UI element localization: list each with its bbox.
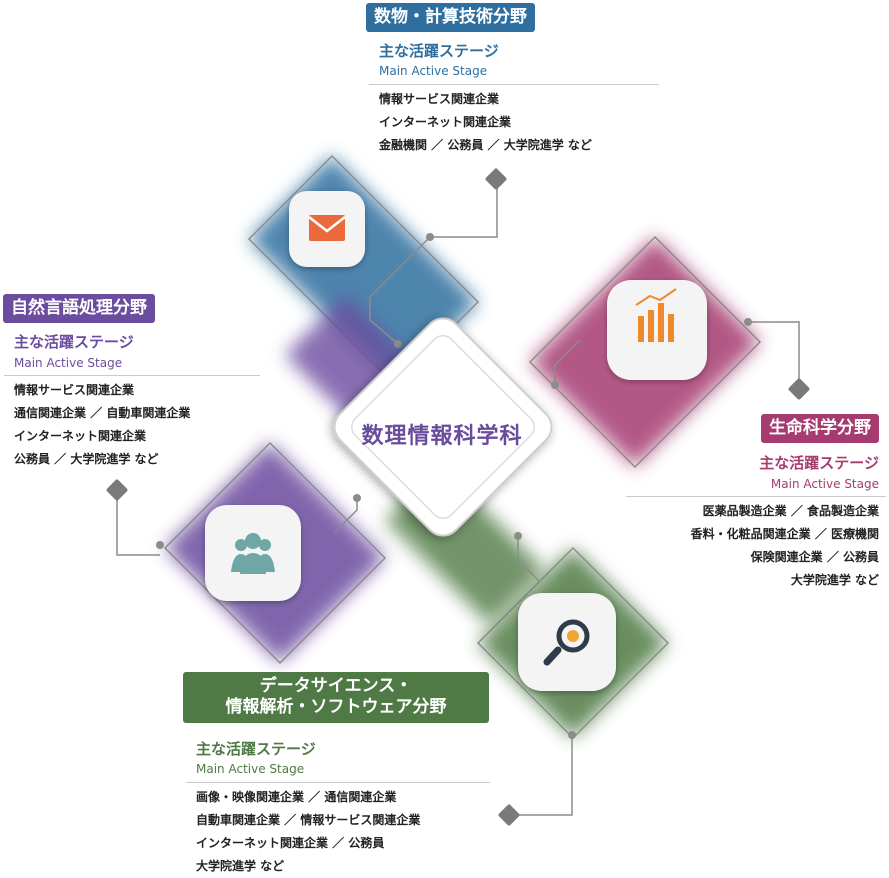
life-field-label: 生命科学分野: [761, 414, 879, 444]
mail-tile: [289, 191, 365, 267]
job-item: 香料・化粧品関連企業 ／ 医療機関: [690, 527, 879, 541]
magnifier-tile: [518, 593, 616, 691]
connector-dots: [156, 233, 752, 739]
job-item: 公務員 ／ 大学院進学 など: [14, 452, 159, 466]
job-item: 大学院進学 など: [790, 573, 879, 587]
math-stage-title: 主な活躍ステージ: [379, 42, 499, 60]
data-field-label: データサイエンス・ 情報解析・ソフトウェア分野: [183, 672, 489, 723]
data-job-list: 画像・映像関連企業 ／ 通信関連企業 自動車関連企業 ／ 情報サービス関連企業 …: [196, 786, 420, 878]
math-stage-en: Main Active Stage: [379, 64, 488, 78]
end-diamonds: [106, 168, 810, 826]
bar-chart-tile: [607, 280, 707, 380]
people-icon: [231, 533, 275, 574]
magnifier-icon: [543, 619, 590, 666]
nlp-divider: [4, 375, 260, 376]
job-item: 医薬品製造企業 ／ 食品製造企業: [702, 504, 879, 518]
life-divider: [626, 496, 886, 497]
bar-chart-icon: [635, 288, 677, 342]
data-stage-en: Main Active Stage: [196, 762, 305, 776]
people-tile: [205, 505, 301, 601]
nlp-job-list: 情報サービス関連企業 通信関連企業 ／ 自動車関連企業 インターネット関連企業 …: [14, 379, 190, 471]
job-item: インターネット関連企業: [14, 429, 147, 443]
center-diamond: [333, 317, 553, 537]
data-stage-title: 主な活躍ステージ: [196, 740, 316, 758]
job-item: 自動車関連企業 ／ 情報サービス関連企業: [196, 813, 421, 827]
life-job-list: 医薬品製造企業 ／ 食品製造企業 香料・化粧品関連企業 ／ 医療機関 保険関連企…: [691, 500, 879, 592]
nlp-stage-en: Main Active Stage: [14, 356, 123, 370]
mail-icon: [308, 215, 346, 241]
nlp-stage-title: 主な活躍ステージ: [14, 333, 134, 351]
job-item: インターネット関連企業: [379, 115, 512, 129]
job-item: インターネット関連企業 ／ 公務員: [196, 836, 385, 850]
data-field-label-line1: データサイエンス・: [259, 676, 413, 696]
life-stage-en: Main Active Stage: [770, 477, 879, 491]
job-item: 大学院進学 など: [196, 859, 285, 873]
job-item: 画像・映像関連企業 ／ 通信関連企業: [196, 790, 397, 804]
job-item: 情報サービス関連企業: [14, 383, 135, 397]
job-item: 情報サービス関連企業: [379, 92, 500, 106]
life-stage-title: 主な活躍ステージ: [759, 454, 879, 472]
department-title: 数理情報科学科: [361, 424, 523, 449]
math-job-list: 情報サービス関連企業 インターネット関連企業 金融機関 ／ 公務員 ／ 大学院進…: [379, 88, 592, 157]
nlp-field-label: 自然言語処理分野: [3, 294, 155, 324]
job-item: 通信関連企業 ／ 自動車関連企業: [14, 406, 191, 420]
data-divider: [186, 782, 490, 783]
math-field-label: 数物・計算技術分野: [366, 3, 535, 33]
math-divider: [369, 84, 659, 85]
data-field-label-line2: 情報解析・ソフトウェア分野: [225, 697, 447, 718]
connectors: [116, 180, 800, 816]
job-item: 金融機関 ／ 公務員 ／ 大学院進学 など: [379, 138, 592, 152]
job-item: 保険関連企業 ／ 公務員: [750, 550, 879, 564]
